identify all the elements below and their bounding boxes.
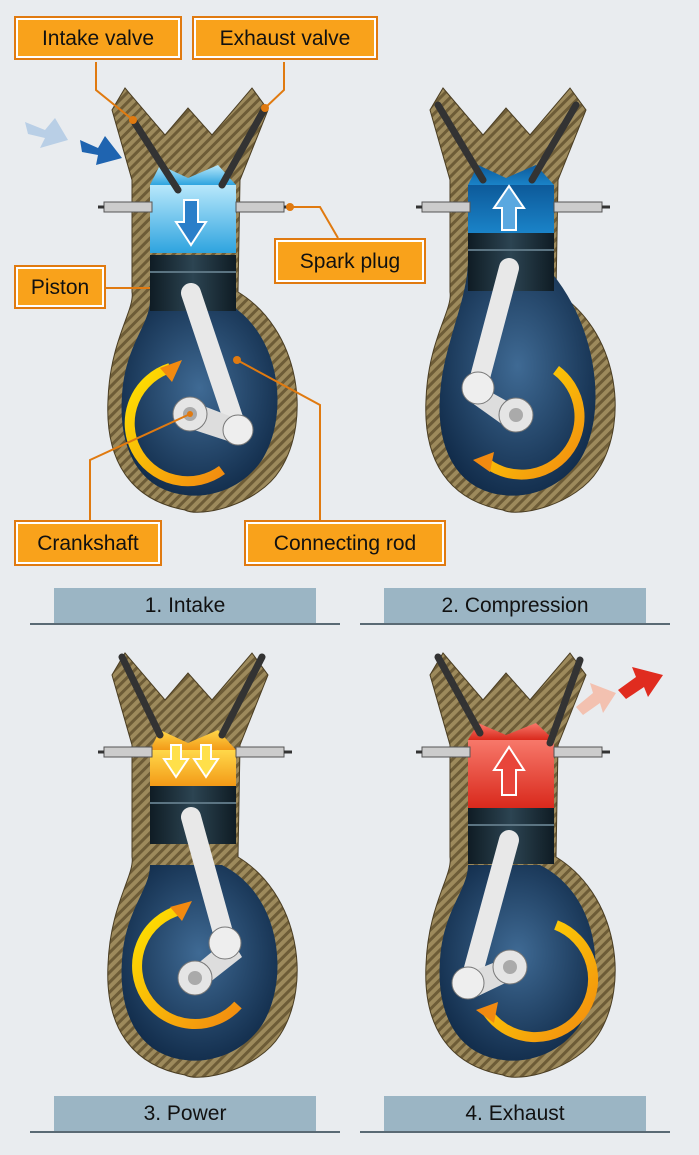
spark-plug-right [235,746,292,758]
intake-flow-arrow-icon [80,136,122,165]
crank-arc-icon [479,365,585,480]
caption-exhaust: 4. Exhaust [384,1096,646,1132]
exhaust-valve [546,656,584,747]
caption-power: 3. Power [54,1096,316,1132]
spark-plug-label: Spark plug [274,238,426,284]
spark-plug-left [98,201,153,213]
exhaust-valve [218,653,266,739]
spark-plug-right [553,746,610,758]
piston-direction-arrow-icon [492,745,526,796]
crank-arc-icon [132,905,242,1029]
piston-direction-arrow-icon [492,184,526,231]
piston-direction-arrow-icon [162,744,190,779]
caption-underline [30,623,340,625]
connecting-rod [181,283,247,440]
caption-compression: 2. Compression [384,588,646,624]
connecting-rod [468,258,519,395]
intake-valve [434,653,484,737]
caption-underline [360,623,670,625]
spark-plug-right [553,201,610,213]
caption-underline [360,1131,670,1133]
intake-valve [129,116,182,194]
connecting-rod [181,807,235,950]
engine-exhaust [416,652,663,1078]
intake-flow-arrow-icon [25,118,68,148]
crankshaft-label: Crankshaft [14,520,162,566]
exhaust-flow-arrow-icon [576,683,616,715]
engine-intake [25,62,339,520]
exhaust-valve [528,101,580,184]
spark-plug-left [98,746,153,758]
caption-intake: 1. Intake [54,588,316,624]
spark-plug-right [235,201,292,213]
crank-arc-icon [124,363,225,487]
piston-direction-arrow-icon [174,199,208,247]
connecting-rod [460,830,519,993]
intake-valve-label: Intake valve [14,16,182,60]
crankcase [121,300,278,496]
caption-underline [30,1131,340,1133]
crankcase [439,260,596,496]
piston-label: Piston [14,265,106,309]
combustion-chamber [150,750,236,786]
intake-valve [118,653,164,739]
crank-arc-icon [481,920,599,1043]
engine-power [98,652,298,1078]
spark-plug-left [416,201,471,213]
spark-plug-left [416,746,471,758]
intake-valve [434,101,487,184]
connecting-rod-label: Connecting rod [244,520,446,566]
engine-compression [416,87,616,513]
exhaust-flow-arrow-icon [618,667,663,699]
exhaust-valve-label: Exhaust valve [192,16,378,60]
piston-direction-arrow-icon [192,744,220,779]
exhaust-valve [218,104,269,189]
